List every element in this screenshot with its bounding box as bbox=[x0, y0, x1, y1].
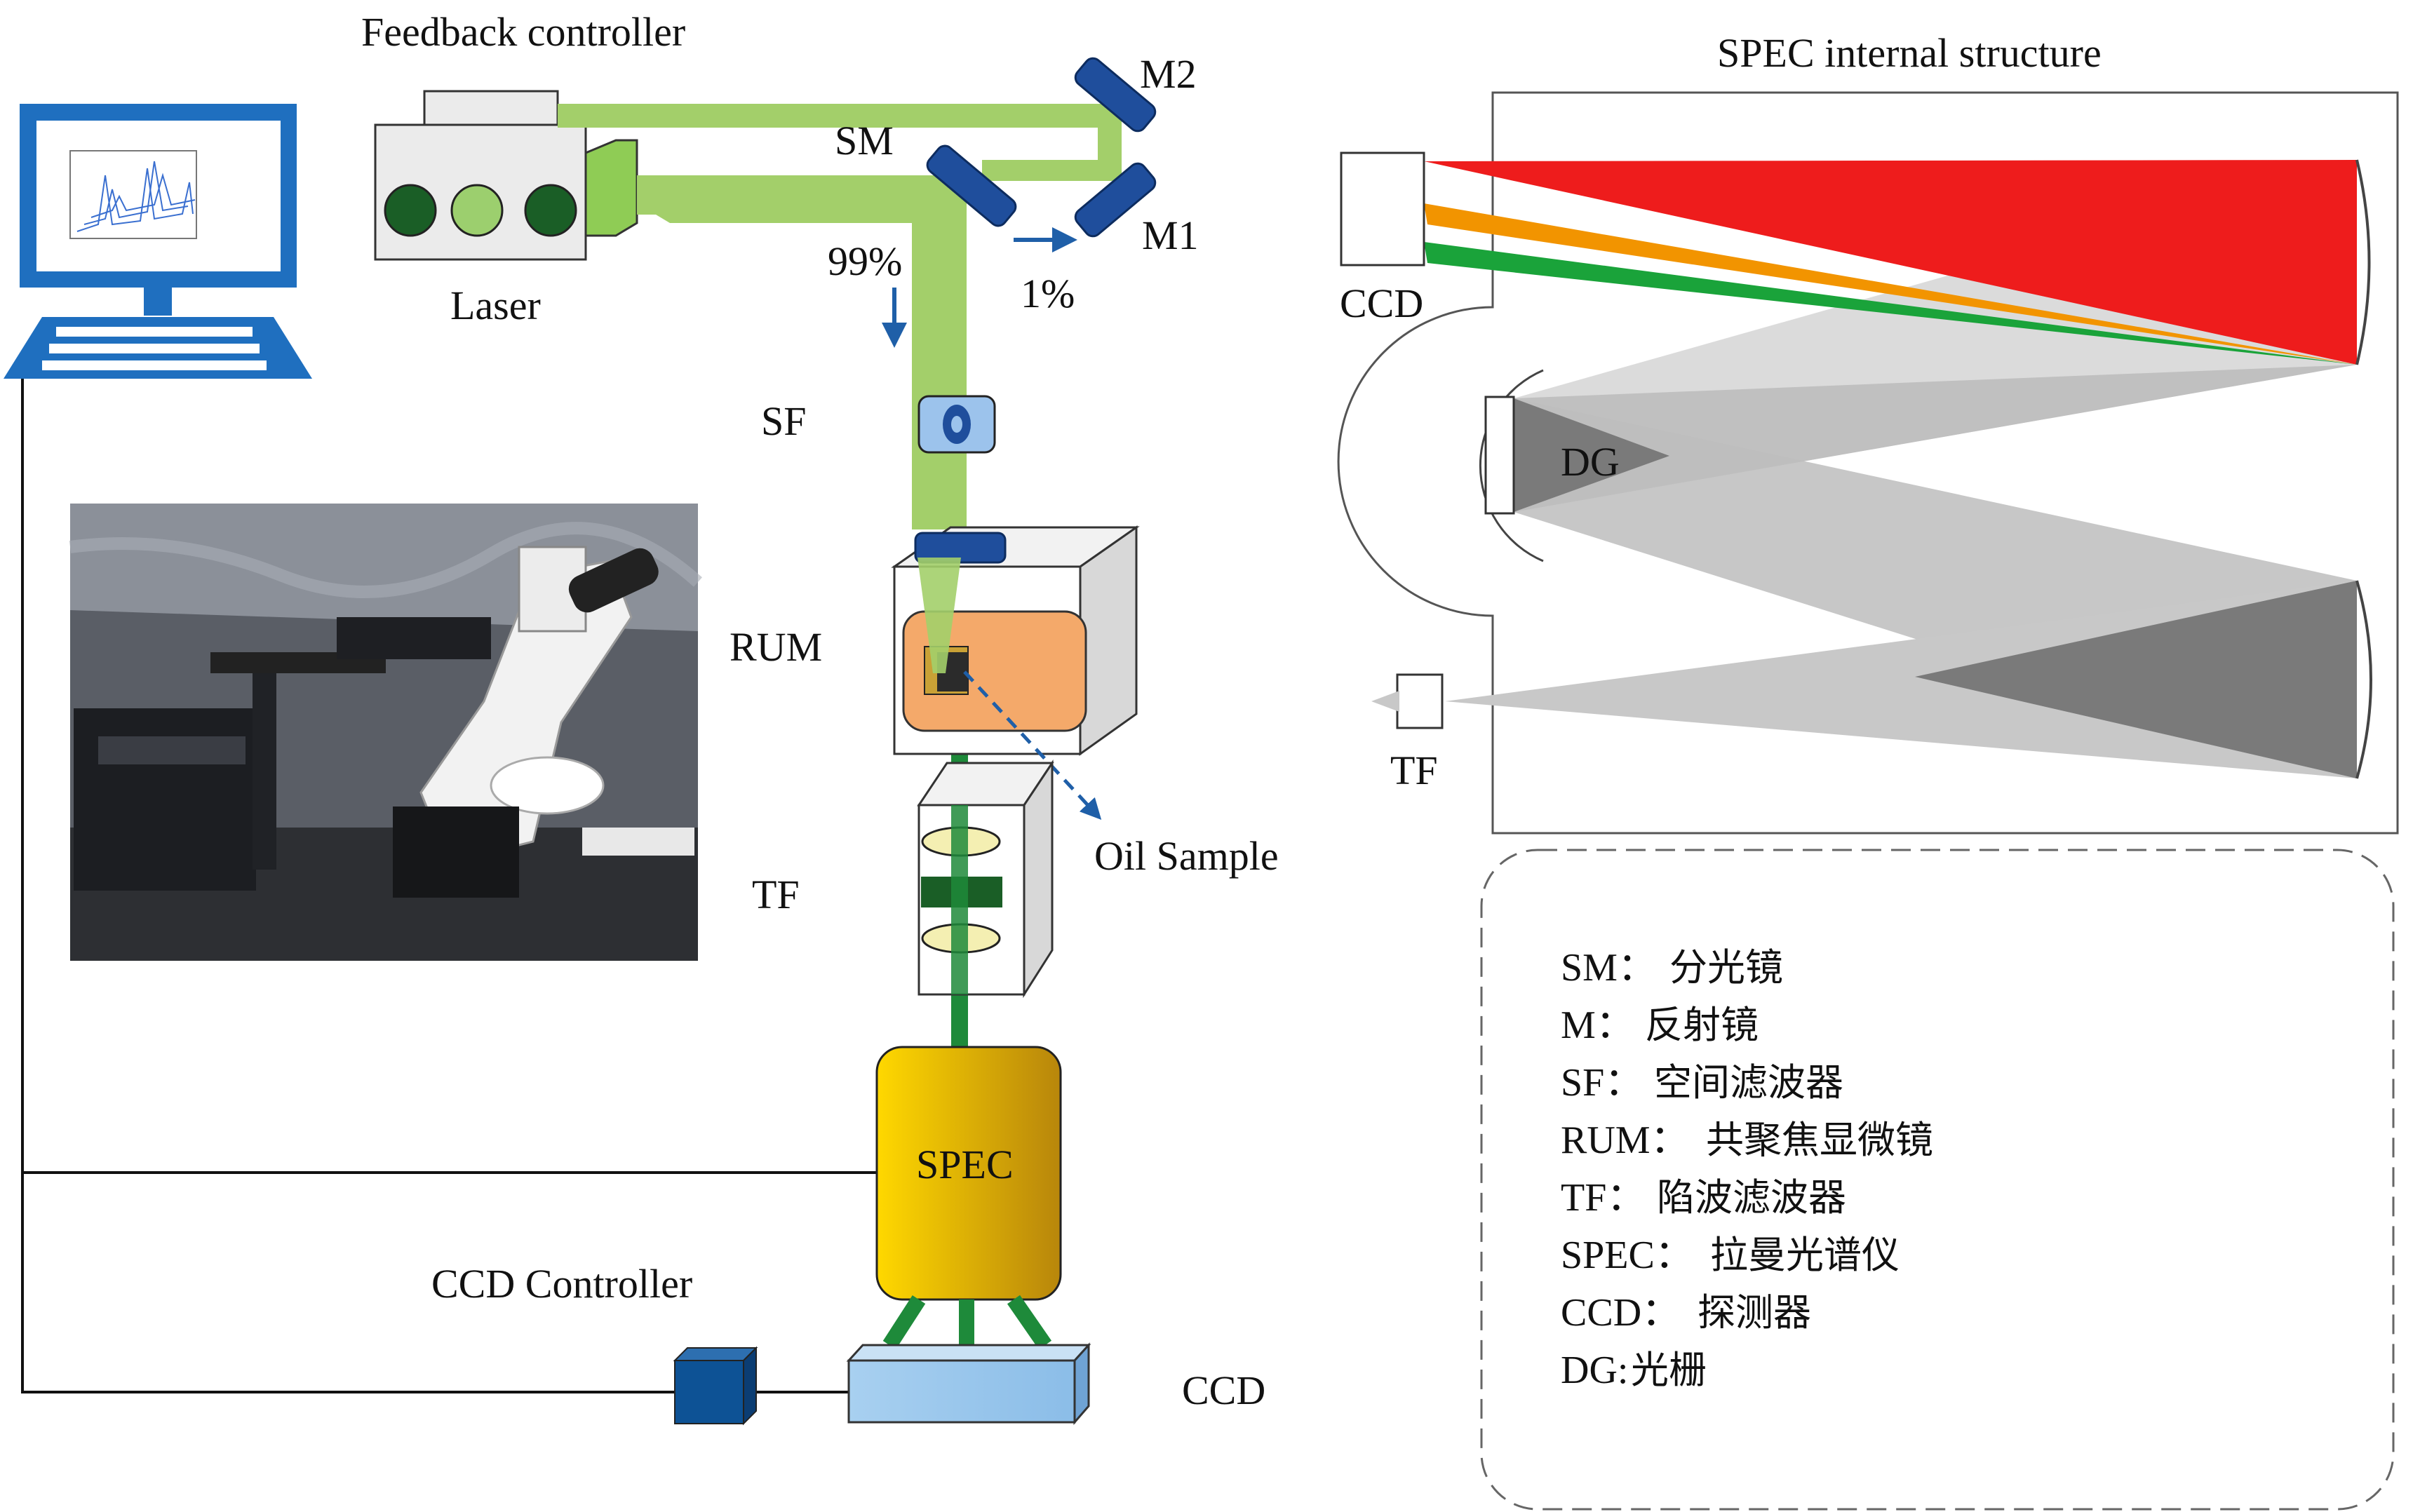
legend-desc: 反射镜 bbox=[1645, 1003, 1759, 1047]
laser-knob-3 bbox=[524, 184, 577, 237]
mirror-sm bbox=[926, 144, 1017, 227]
notch-filter bbox=[917, 760, 1054, 999]
mirror-m1 bbox=[1074, 162, 1157, 238]
spec-internal-structure: SPEC internal structure CCD DG TF bbox=[1337, 30, 2399, 835]
internal-tf-box bbox=[1396, 673, 1444, 729]
main-beam-vertical bbox=[912, 175, 967, 529]
label-feedback-controller: Feedback controller bbox=[361, 9, 685, 55]
label-m1: M1 bbox=[1142, 212, 1199, 258]
label-spec: SPEC bbox=[916, 1142, 1014, 1187]
label-rum: RUM bbox=[730, 624, 822, 670]
laser-aperture bbox=[584, 139, 638, 237]
legend-abbr: DG: bbox=[1561, 1349, 1628, 1392]
legend-desc: 拉曼光谱仪 bbox=[1710, 1233, 1900, 1277]
diffraction-grating bbox=[1484, 396, 1515, 515]
sample-pointer bbox=[963, 670, 1102, 821]
monitor-screen bbox=[36, 121, 281, 271]
label-ccd: CCD bbox=[1182, 1368, 1265, 1413]
legend-desc: 陷波滤波器 bbox=[1657, 1175, 1846, 1220]
legend-desc: 空间滤波器 bbox=[1654, 1060, 1843, 1105]
label-ccd-controller: CCD Controller bbox=[431, 1261, 692, 1307]
laser-knob-2 bbox=[450, 184, 504, 237]
internal-dg-label: DG bbox=[1561, 439, 1620, 485]
legend-desc: 探测器 bbox=[1698, 1290, 1811, 1335]
instrument-photo bbox=[69, 504, 703, 961]
label-99pct: 99% bbox=[828, 238, 902, 284]
legend-item: SPEC： 拉曼光谱仪 bbox=[1561, 1233, 1900, 1277]
ray-entrance-to-mirror bbox=[1445, 581, 2357, 778]
lower-concave-mirror bbox=[2355, 580, 2372, 779]
m1-to-m2-beam bbox=[982, 160, 1122, 181]
legend-item: SF： 空间滤波器 bbox=[1561, 1060, 1843, 1105]
ray-green bbox=[1424, 242, 2357, 365]
internal-ccd-label: CCD bbox=[1340, 281, 1423, 326]
signal-cables bbox=[21, 379, 877, 1393]
photo-equipment-dark bbox=[74, 708, 256, 891]
ray-orange bbox=[1424, 203, 2357, 365]
monitor-stand bbox=[144, 288, 172, 316]
internal-tf-label: TF bbox=[1390, 748, 1438, 793]
laser-source bbox=[374, 90, 638, 261]
legend-abbr: M： bbox=[1561, 1004, 1635, 1047]
laser-knob-1 bbox=[384, 184, 437, 237]
legend-desc: 分光镜 bbox=[1669, 945, 1783, 990]
label-1pct: 1% bbox=[1021, 271, 1075, 316]
legend-item: CCD： 探测器 bbox=[1561, 1290, 1811, 1335]
legend: SM： 分光镜 M： 反射镜 SF： 空间滤波器 RUM： 共聚焦显微镜 TF：… bbox=[1480, 849, 2395, 1511]
legend-abbr: RUM： bbox=[1561, 1119, 1690, 1162]
spatial-filter bbox=[917, 395, 996, 454]
main-beam-horizontal bbox=[637, 175, 967, 223]
mirror-m2 bbox=[1074, 57, 1157, 133]
keyboard-keys bbox=[42, 327, 267, 370]
label-sm: SM bbox=[835, 118, 894, 163]
legend-abbr: CCD： bbox=[1561, 1291, 1681, 1335]
feedback-beam bbox=[558, 104, 1119, 128]
legend-item: RUM： 共聚焦显微镜 bbox=[1561, 1118, 1933, 1162]
legend-desc: 共聚焦显微镜 bbox=[1706, 1118, 1933, 1162]
label-tf: TF bbox=[752, 872, 800, 917]
spec-internal-title: SPEC internal structure bbox=[1717, 30, 2102, 76]
upper-concave-mirror bbox=[2355, 159, 2371, 365]
spec-to-ccd-links bbox=[882, 1295, 1052, 1350]
label-sf: SF bbox=[761, 398, 807, 444]
label-laser: Laser bbox=[450, 283, 541, 328]
legend-item: DG: 光栅 bbox=[1561, 1348, 1707, 1392]
legend-item: TF： 陷波滤波器 bbox=[1561, 1175, 1846, 1220]
spectrum-thumbnail bbox=[69, 150, 197, 239]
computer-icon bbox=[4, 104, 312, 379]
legend-item: SM： 分光镜 bbox=[1561, 945, 1783, 990]
legend-box bbox=[1480, 849, 2395, 1511]
legend-abbr: SF： bbox=[1561, 1061, 1643, 1105]
legend-item: M： 反射镜 bbox=[1561, 1003, 1759, 1047]
legend-desc: 光栅 bbox=[1631, 1348, 1707, 1392]
legend-abbr: SPEC： bbox=[1561, 1234, 1694, 1277]
ccd-detector bbox=[846, 1342, 1091, 1426]
ccd-controller-box bbox=[673, 1346, 758, 1426]
label-m2: M2 bbox=[1140, 51, 1197, 97]
internal-ccd-box bbox=[1340, 151, 1425, 266]
legend-abbr: SM： bbox=[1561, 946, 1657, 990]
label-oil-sample: Oil Sample bbox=[1094, 833, 1279, 879]
legend-abbr: TF： bbox=[1561, 1176, 1646, 1220]
rum-microscope bbox=[891, 525, 1140, 821]
ray-red bbox=[1424, 160, 2357, 365]
